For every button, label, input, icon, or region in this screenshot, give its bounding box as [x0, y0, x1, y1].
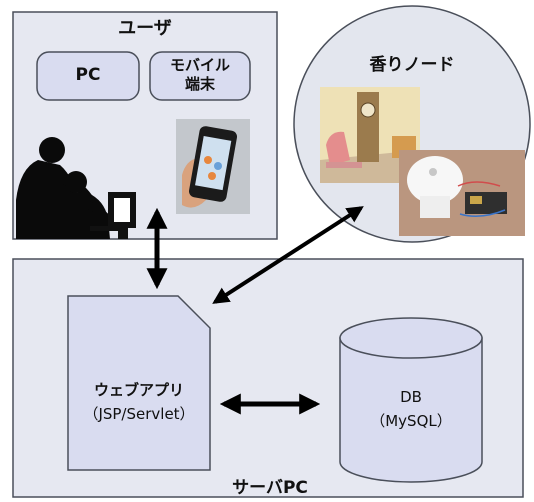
user-title: ユーザ	[118, 18, 172, 39]
webapp-label-line2: （JSP/Servlet）	[83, 405, 195, 423]
pc-label: PC	[75, 65, 101, 85]
mobile-box	[149, 51, 251, 101]
db-label-line2: （MySQL）	[370, 412, 452, 430]
webapp-label-line1: ウェブアプリ	[93, 381, 184, 399]
webapp-document	[67, 295, 211, 471]
db-cylinder	[339, 317, 483, 483]
pc-box	[36, 51, 140, 101]
users-silhouette	[16, 137, 136, 239]
mobile-label-line1: モバイル	[169, 56, 230, 74]
mobile-label: モバイル 端末	[150, 56, 250, 94]
db-label: DB （MySQL）	[340, 385, 482, 433]
webapp-label: ウェブアプリ （JSP/Servlet）	[68, 378, 210, 426]
aroma-webapp-arrow	[212, 206, 364, 304]
mobile-label-line2: 端末	[184, 75, 215, 93]
aroma-device-photo	[399, 150, 525, 236]
server-title: サーバPC	[232, 478, 308, 498]
mobile-phone-photo	[176, 119, 250, 214]
db-label-line1: DB	[400, 388, 422, 406]
aroma-node-title: 香りノード	[369, 55, 455, 75]
